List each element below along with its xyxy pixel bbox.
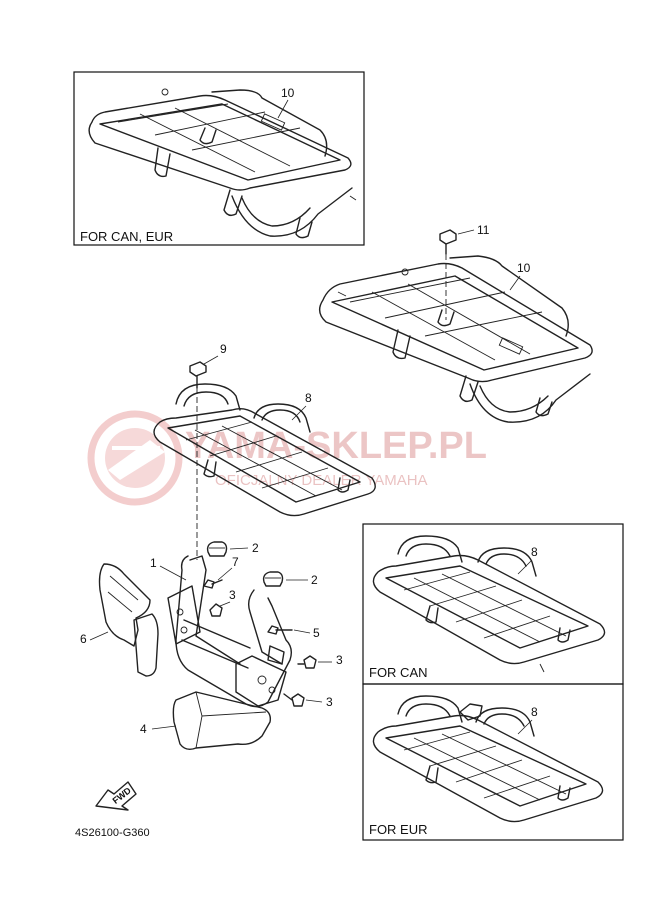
panel-eur: 8 FOR EUR (362, 683, 624, 841)
panel-can-eur-label: FOR CAN, EUR (80, 229, 173, 244)
callout-8: 8 (305, 391, 312, 405)
watermark-title: YAMA-SKLEP.PL (185, 425, 487, 467)
callout-6: 6 (80, 632, 87, 646)
grommet-2b (262, 571, 284, 587)
callout-8-can: 8 (531, 545, 538, 559)
rear-carrier-10 (318, 255, 593, 423)
bolt-3c (283, 693, 305, 707)
rear-carrier-drawing-box (88, 88, 357, 239)
callout-4: 4 (140, 722, 147, 736)
callout-3a: 3 (229, 588, 236, 602)
callout-3c: 3 (326, 695, 333, 709)
fwd-arrow-icon: FWD (95, 781, 137, 811)
screw-7 (203, 579, 223, 589)
panel-can-eur: 10 FOR CAN, EUR (73, 71, 365, 246)
front-bracket-1 (167, 555, 293, 708)
front-carrier-eur-drawing (372, 695, 604, 823)
watermark: YAMA-SKLEP.PL OFICJALNY DEALER YAMAHA (87, 410, 487, 506)
bolt-5 (267, 625, 293, 635)
panel-can-label: FOR CAN (369, 665, 428, 680)
panel-can: 8 FOR CAN (362, 523, 624, 685)
grommet-2a (206, 541, 228, 557)
diagram-code: 4S26100-G360 (75, 827, 150, 839)
callout-9: 9 (220, 342, 227, 356)
callout-7: 7 (232, 555, 239, 569)
callout-5: 5 (313, 626, 320, 640)
panel-eur-label: FOR EUR (369, 822, 428, 837)
callout-3b: 3 (336, 653, 343, 667)
watermark-logo (87, 410, 183, 506)
cover-4 (172, 691, 272, 751)
callout-11: 11 (477, 223, 490, 237)
bolt-11 (439, 229, 457, 320)
watermark-subtitle: OFICJALNY DEALER YAMAHA (215, 472, 428, 489)
callout-10-box: 10 (281, 86, 295, 100)
callout-10: 10 (517, 261, 531, 275)
fwd-label: FWD (111, 785, 134, 806)
callout-8-eur: 8 (531, 705, 538, 719)
callout-2a: 2 (252, 541, 259, 555)
cover-6 (98, 563, 159, 677)
bolt-9 (189, 361, 207, 560)
panel-eur-frame (362, 683, 624, 841)
front-carrier-can-drawing (372, 535, 606, 673)
bolt-3a (209, 603, 223, 617)
bolt-3b (297, 655, 317, 669)
panel-can-eur-frame (73, 71, 365, 246)
callout-1: 1 (150, 556, 157, 570)
callout-2b: 2 (311, 573, 318, 587)
front-carrier-8 (153, 383, 376, 517)
